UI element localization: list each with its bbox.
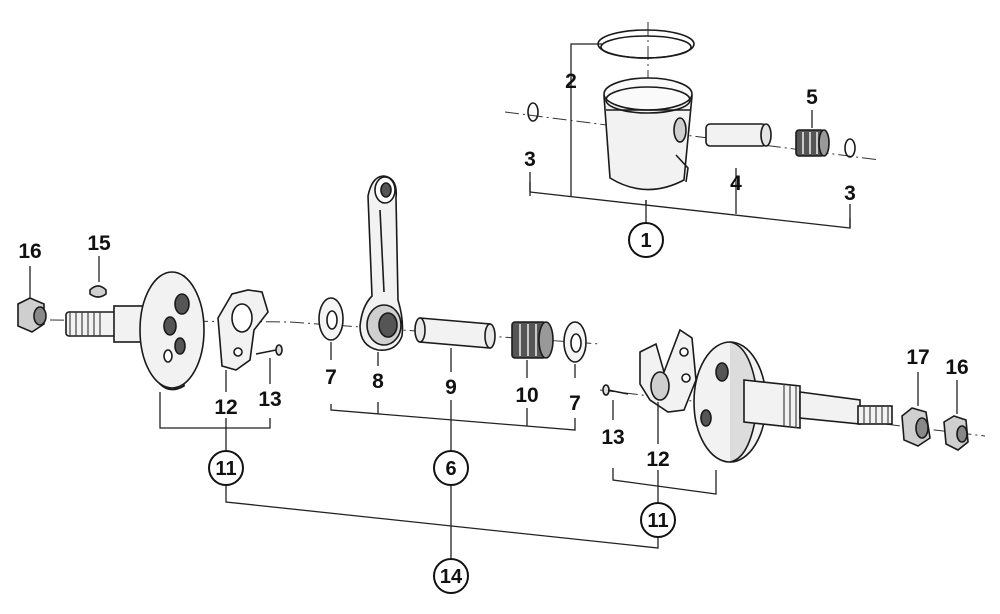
left-counterweight-plate[interactable]	[217, 289, 269, 371]
ref-label-11-right: 11	[647, 510, 668, 532]
circlip-right[interactable]	[844, 138, 856, 158]
callout-5: 5	[806, 86, 818, 109]
woodruff-key[interactable]	[89, 285, 107, 298]
callout-7-left: 7	[325, 366, 337, 389]
callout-15: 15	[87, 232, 111, 255]
big-end-bearing[interactable]	[511, 321, 554, 359]
ref-label-14: 14	[440, 566, 463, 588]
callout-12-right: 12	[646, 448, 669, 471]
callout-16-left: 16	[18, 240, 41, 263]
left-crank-shaft[interactable]	[65, 305, 149, 343]
thrust-washer-right[interactable]	[563, 321, 587, 363]
callout-9: 9	[445, 376, 457, 399]
callout-8: 8	[372, 370, 384, 393]
ref-circle-11-left[interactable]: 11	[208, 450, 244, 486]
leader-bracket-6	[330, 400, 576, 431]
piston[interactable]	[603, 77, 693, 191]
ref-circle-11-right[interactable]: 11	[640, 502, 676, 538]
right-crank-group	[599, 328, 986, 504]
small-end-bearing[interactable]	[795, 129, 830, 157]
leader-bracket-11a	[159, 392, 271, 429]
flange-nut[interactable]	[901, 407, 931, 447]
callout-16-right: 16	[945, 356, 968, 379]
connecting-rod-group	[289, 175, 601, 450]
callout-17: 17	[906, 346, 929, 369]
callout-13-right: 13	[601, 426, 624, 449]
ref-circle-14[interactable]: 14	[433, 558, 469, 594]
connecting-rod[interactable]	[359, 175, 404, 352]
callout-4: 4	[730, 172, 742, 195]
callout-13-left: 13	[258, 388, 281, 411]
callout-7-right: 7	[569, 392, 581, 415]
circlip-left[interactable]	[527, 102, 539, 122]
ref-circle-1[interactable]: 1	[628, 222, 664, 258]
ref-circle-6[interactable]: 6	[433, 450, 469, 486]
piston-group	[504, 22, 881, 229]
right-screw[interactable]	[602, 384, 629, 396]
leader-bracket-11b	[612, 468, 717, 495]
callout-12-left: 12	[214, 396, 237, 419]
right-crank-shaft[interactable]	[743, 379, 893, 429]
nut-left[interactable]	[17, 297, 47, 333]
callout-3-right: 3	[844, 182, 856, 205]
leader-bracket-1	[529, 168, 851, 229]
callout-10: 10	[515, 384, 538, 407]
left-screw[interactable]	[255, 344, 283, 356]
nut-right[interactable]	[943, 415, 969, 451]
ref-label-6: 6	[445, 458, 456, 480]
piston-ring[interactable]	[597, 29, 695, 59]
thrust-washer-left[interactable]	[318, 297, 344, 341]
leader-2	[570, 43, 603, 192]
leader-bracket-14	[225, 486, 659, 549]
piston-pin[interactable]	[705, 123, 772, 147]
left-crank-group	[17, 256, 291, 450]
left-crank-half[interactable]	[139, 271, 205, 391]
crank-pin[interactable]	[414, 317, 496, 349]
right-counterweight-plate[interactable]	[639, 328, 697, 413]
callout-2: 2	[565, 70, 577, 93]
ref-label-11-left: 11	[215, 458, 236, 480]
ref-label-1: 1	[640, 230, 651, 252]
callout-3-left: 3	[524, 148, 536, 171]
